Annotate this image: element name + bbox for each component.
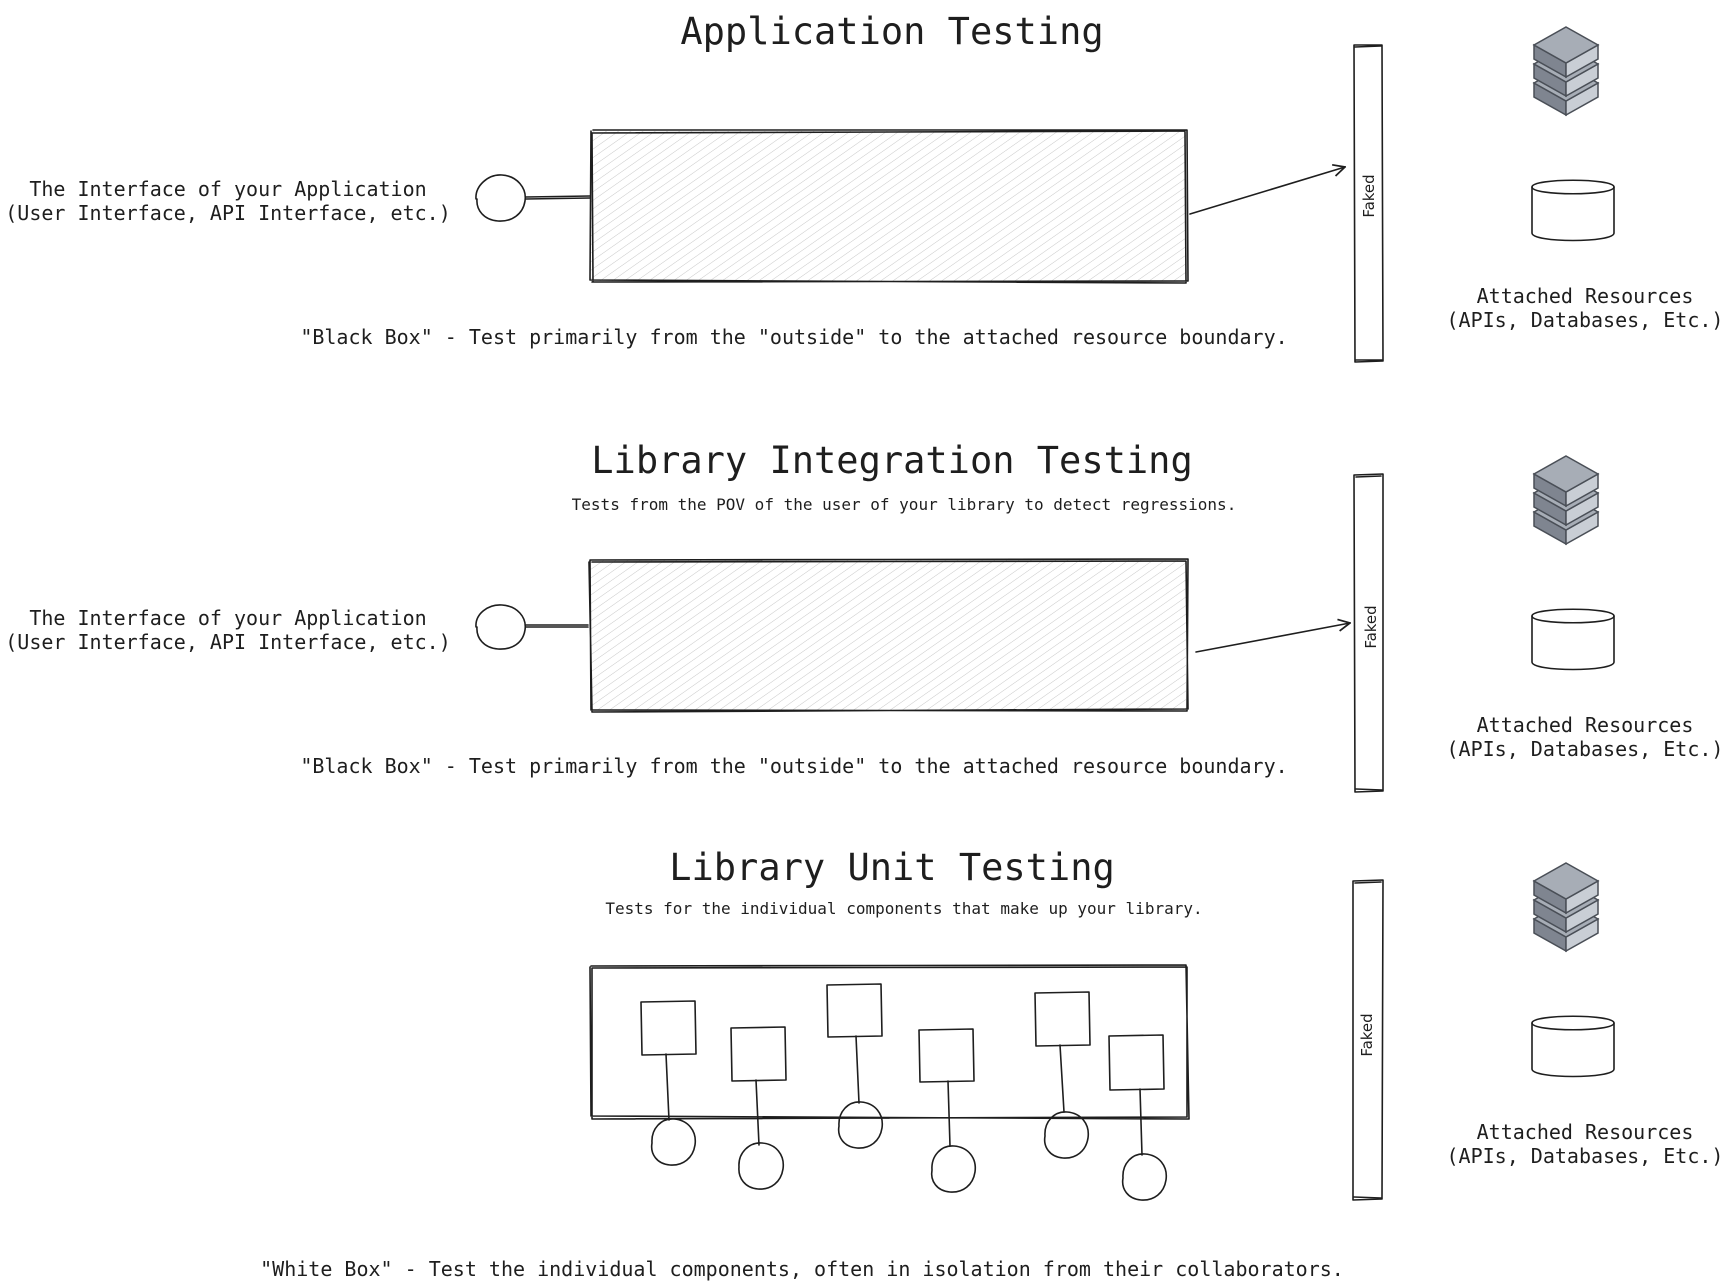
- resources-label-line1: Attached Resources: [1477, 284, 1694, 308]
- section-title: Library Unit Testing: [669, 846, 1115, 889]
- section-application-testing: Application Testing The Interface of you…: [5, 10, 1724, 363]
- component-2: [730, 1026, 787, 1190]
- resources-label-line2: (APIs, Databases, Etc.): [1447, 737, 1724, 761]
- faked-boundary: [1353, 473, 1384, 793]
- interface-circle: [475, 174, 527, 222]
- integration-box: [588, 558, 1189, 713]
- component-1: [640, 1000, 697, 1166]
- interface-label-line1: The Interface of your Application: [29, 606, 426, 630]
- section-title: Library Integration Testing: [591, 439, 1192, 482]
- application-box: [589, 129, 1189, 284]
- server-stack-icon: [1532, 26, 1600, 117]
- unit-container-box: [589, 964, 1190, 1120]
- database-cylinder-icon: [1531, 1015, 1615, 1078]
- faked-label: Faked: [1362, 605, 1380, 648]
- section-subtitle: Tests from the POV of the user of your l…: [572, 495, 1237, 514]
- resources-label-line1: Attached Resources: [1477, 713, 1694, 737]
- component-4: [918, 1028, 977, 1193]
- faked-boundary: [1352, 879, 1384, 1201]
- faked-boundary: [1353, 44, 1384, 363]
- interface-connector: [525, 624, 589, 628]
- section-title: Application Testing: [680, 10, 1103, 53]
- section-library-unit-testing: Library Unit Testing Tests for the indiv…: [260, 846, 1723, 1281]
- arrow-to-boundary: [1189, 167, 1345, 215]
- interface-connector: [525, 195, 591, 200]
- resources-label-line2: (APIs, Databases, Etc.): [1447, 308, 1724, 332]
- interface-label-line2: (User Interface, API Interface, etc.): [5, 201, 451, 225]
- database-cylinder-icon: [1531, 608, 1615, 671]
- interface-label-line2: (User Interface, API Interface, etc.): [5, 630, 451, 654]
- interface-label-line1: The Interface of your Application: [29, 177, 426, 201]
- component-5: [1034, 991, 1091, 1159]
- server-stack-icon: [1532, 455, 1600, 546]
- faked-label: Faked: [1358, 1013, 1376, 1056]
- section-subtitle: Tests for the individual components that…: [605, 899, 1202, 918]
- section-caption: "White Box" - Test the individual compon…: [260, 1257, 1344, 1281]
- resources-label-line1: Attached Resources: [1477, 1120, 1694, 1144]
- resources-label-line2: (APIs, Databases, Etc.): [1447, 1144, 1724, 1168]
- section-caption: "Black Box" - Test primarily from the "o…: [300, 325, 1287, 349]
- section-caption: "Black Box" - Test primarily from the "o…: [300, 754, 1287, 778]
- component-3: [826, 983, 884, 1149]
- component-6: [1108, 1034, 1168, 1201]
- server-stack-icon: [1532, 862, 1600, 953]
- faked-label: Faked: [1360, 174, 1378, 217]
- section-library-integration-testing: Library Integration Testing Tests from t…: [5, 439, 1724, 793]
- arrow-to-boundary: [1195, 623, 1350, 653]
- application-box-fill: [590, 131, 1186, 281]
- database-cylinder-icon: [1531, 179, 1615, 242]
- integration-box-fill: [590, 560, 1186, 710]
- interface-circle: [475, 604, 527, 650]
